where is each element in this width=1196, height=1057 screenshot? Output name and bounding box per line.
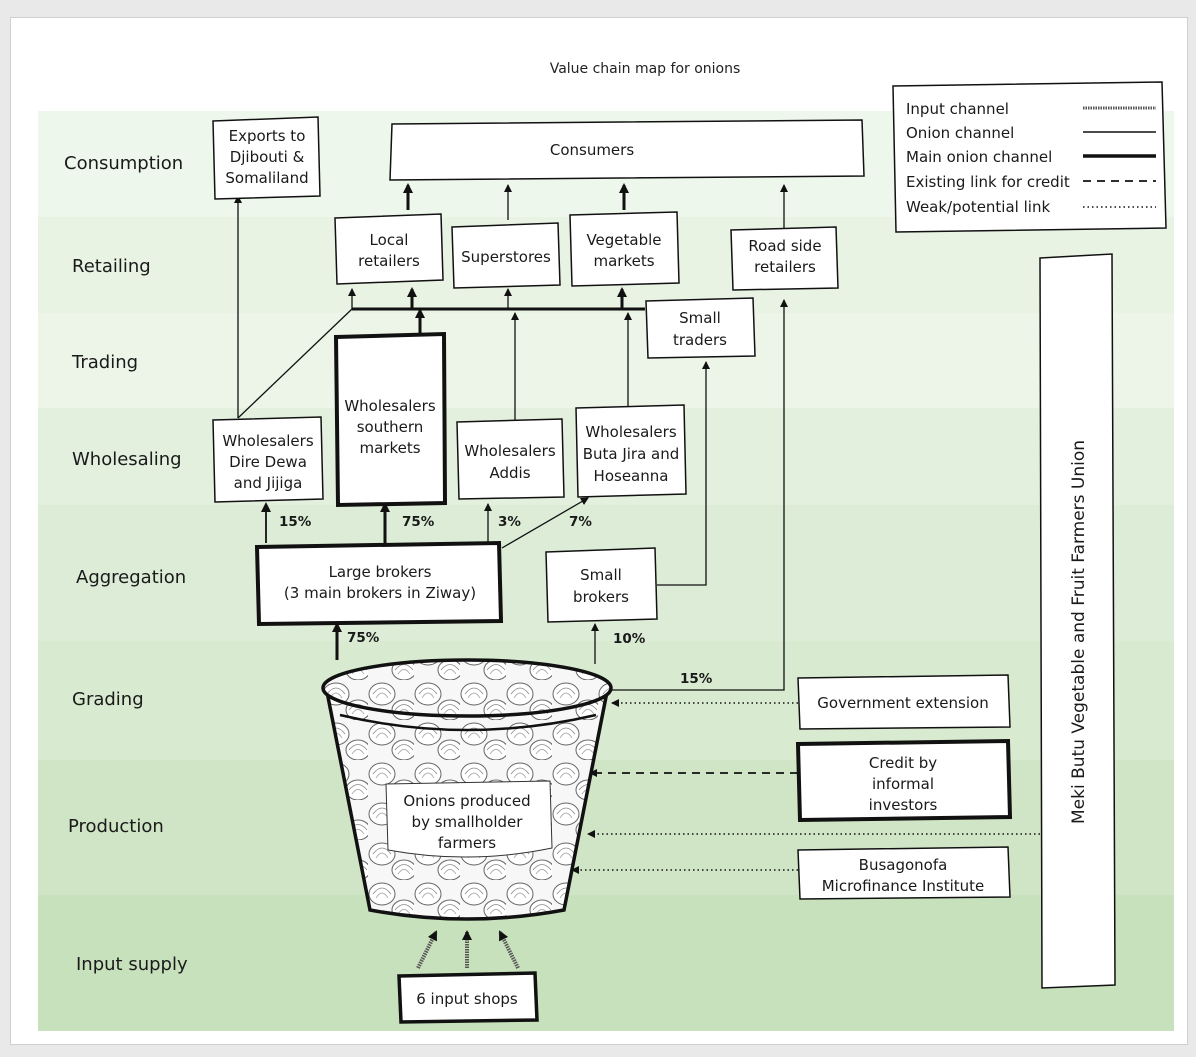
credit-line2: informal <box>872 775 934 793</box>
large-brokers-line2: (3 main brokers in Ziway) <box>284 584 476 602</box>
pct-buta: 7% <box>569 514 592 530</box>
pct-southern: 75% <box>402 514 435 530</box>
credit-line3: investors <box>869 796 938 814</box>
input-shops-label: 6 input shops <box>416 990 518 1008</box>
legend: Input channel Onion channel Main onion c… <box>892 81 1167 233</box>
pct-road-side: 15% <box>680 671 713 687</box>
pct-addis: 3% <box>498 514 521 530</box>
wh-southern-line1: Wholesalers <box>344 397 435 415</box>
onions-produced-line2: by smallholder <box>412 813 524 831</box>
node-local-retailers: Local retailers <box>334 213 444 285</box>
band-label-trading: Trading <box>71 352 138 373</box>
band-label-grading: Grading <box>72 689 144 710</box>
node-busagonofa: Busagonofa Microfinance Institute <box>797 846 1011 900</box>
superstores-label: Superstores <box>461 248 551 266</box>
local-retailers-line1: Local <box>370 231 409 249</box>
farmers-union-label: Meki Butu Vegetable and Fruit Farmers Un… <box>1069 440 1089 824</box>
gov-extension-label: Government extension <box>817 694 988 712</box>
wh-dire-line1: Wholesalers <box>222 432 313 450</box>
onions-produced-line1: Onions produced <box>403 792 530 810</box>
legend-weak-link: Weak/potential link <box>906 198 1050 216</box>
node-wholesalers-dire: Wholesalers Dire Dewa and Jijiga <box>212 416 324 503</box>
node-road-side-retailers: Road side retailers <box>730 226 839 291</box>
pct-small-brokers: 10% <box>613 631 646 647</box>
wh-dire-line3: and Jijiga <box>234 474 303 492</box>
band-label-consumption: Consumption <box>64 153 183 174</box>
wh-addis-line2: Addis <box>489 464 530 482</box>
large-brokers-line1: Large brokers <box>329 563 432 581</box>
node-small-brokers: Small brokers <box>545 547 658 623</box>
legend-input-channel: Input channel <box>906 100 1009 118</box>
wh-dire-line2: Dire Dewa <box>229 453 307 471</box>
onions-produced-line3: farmers <box>438 834 496 852</box>
road-side-line2: retailers <box>754 258 816 276</box>
wh-buta-line1: Wholesalers <box>585 423 676 441</box>
wh-addis-line1: Wholesalers <box>464 442 555 460</box>
node-wholesalers-addis: Wholesalers Addis <box>456 418 565 500</box>
band-label-wholesaling: Wholesaling <box>72 449 182 470</box>
band-input-supply <box>38 895 1174 1031</box>
legend-existing-credit: Existing link for credit <box>906 173 1070 191</box>
diagram-title: Value chain map for onions <box>550 61 741 77</box>
wh-buta-line3: Hoseanna <box>594 467 669 485</box>
node-consumers: Consumers <box>389 119 865 181</box>
band-label-aggregation: Aggregation <box>76 567 186 588</box>
node-large-brokers: Large brokers (3 main brokers in Ziway) <box>254 540 504 627</box>
wh-southern-line2: southern <box>357 418 424 436</box>
consumers-label: Consumers <box>550 141 634 159</box>
busagonofa-line2: Microfinance Institute <box>822 877 985 895</box>
band-label-input-supply: Input supply <box>76 954 188 975</box>
exports-line2: Djibouti & <box>230 148 305 166</box>
wh-southern-line3: markets <box>359 439 420 457</box>
node-small-traders: Small traders <box>645 297 756 359</box>
node-vegetable-markets: Vegetable markets <box>569 211 680 287</box>
band-trading <box>38 313 1174 408</box>
local-retailers-line2: retailers <box>358 252 420 270</box>
connectors <box>234 183 1040 969</box>
pct-large-brokers: 75% <box>347 630 380 646</box>
credit-line1: Credit by <box>869 754 937 772</box>
node-credit-informal: Credit by informal investors <box>795 738 1013 823</box>
pct-dire: 15% <box>279 514 312 530</box>
small-traders-line1: Small <box>679 309 721 327</box>
node-wholesalers-southern: Wholesalers southern markets <box>333 331 448 508</box>
node-superstores: Superstores <box>451 222 561 289</box>
road-side-line1: Road side <box>748 237 821 255</box>
farmers-union-box: Meki Butu Vegetable and Fruit Farmers Un… <box>1039 253 1116 989</box>
wh-buta-line2: Buta Jira and <box>583 445 680 463</box>
node-government-extension: Government extension <box>797 674 1011 730</box>
node-input-shops: 6 input shops <box>397 971 539 1024</box>
node-exports: Exports to Djibouti & Somaliland <box>212 116 321 200</box>
vegetable-markets-line1: Vegetable <box>586 231 661 249</box>
node-onions-produced: Onions produced by smallholder farmers <box>385 780 553 858</box>
exports-line3: Somaliland <box>225 169 308 187</box>
node-wholesalers-buta: Wholesalers Buta Jira and Hoseanna <box>575 404 687 498</box>
busagonofa-line1: Busagonofa <box>859 856 948 874</box>
legend-main-onion-channel: Main onion channel <box>906 148 1052 166</box>
small-brokers-line2: brokers <box>573 588 629 606</box>
band-label-retailing: Retailing <box>72 256 151 277</box>
vegetable-markets-line2: markets <box>593 252 654 270</box>
exports-line1: Exports to <box>229 127 306 145</box>
band-label-production: Production <box>68 816 164 837</box>
small-traders-line2: traders <box>673 331 727 349</box>
legend-onion-channel: Onion channel <box>906 124 1014 142</box>
small-brokers-line1: Small <box>580 566 622 584</box>
